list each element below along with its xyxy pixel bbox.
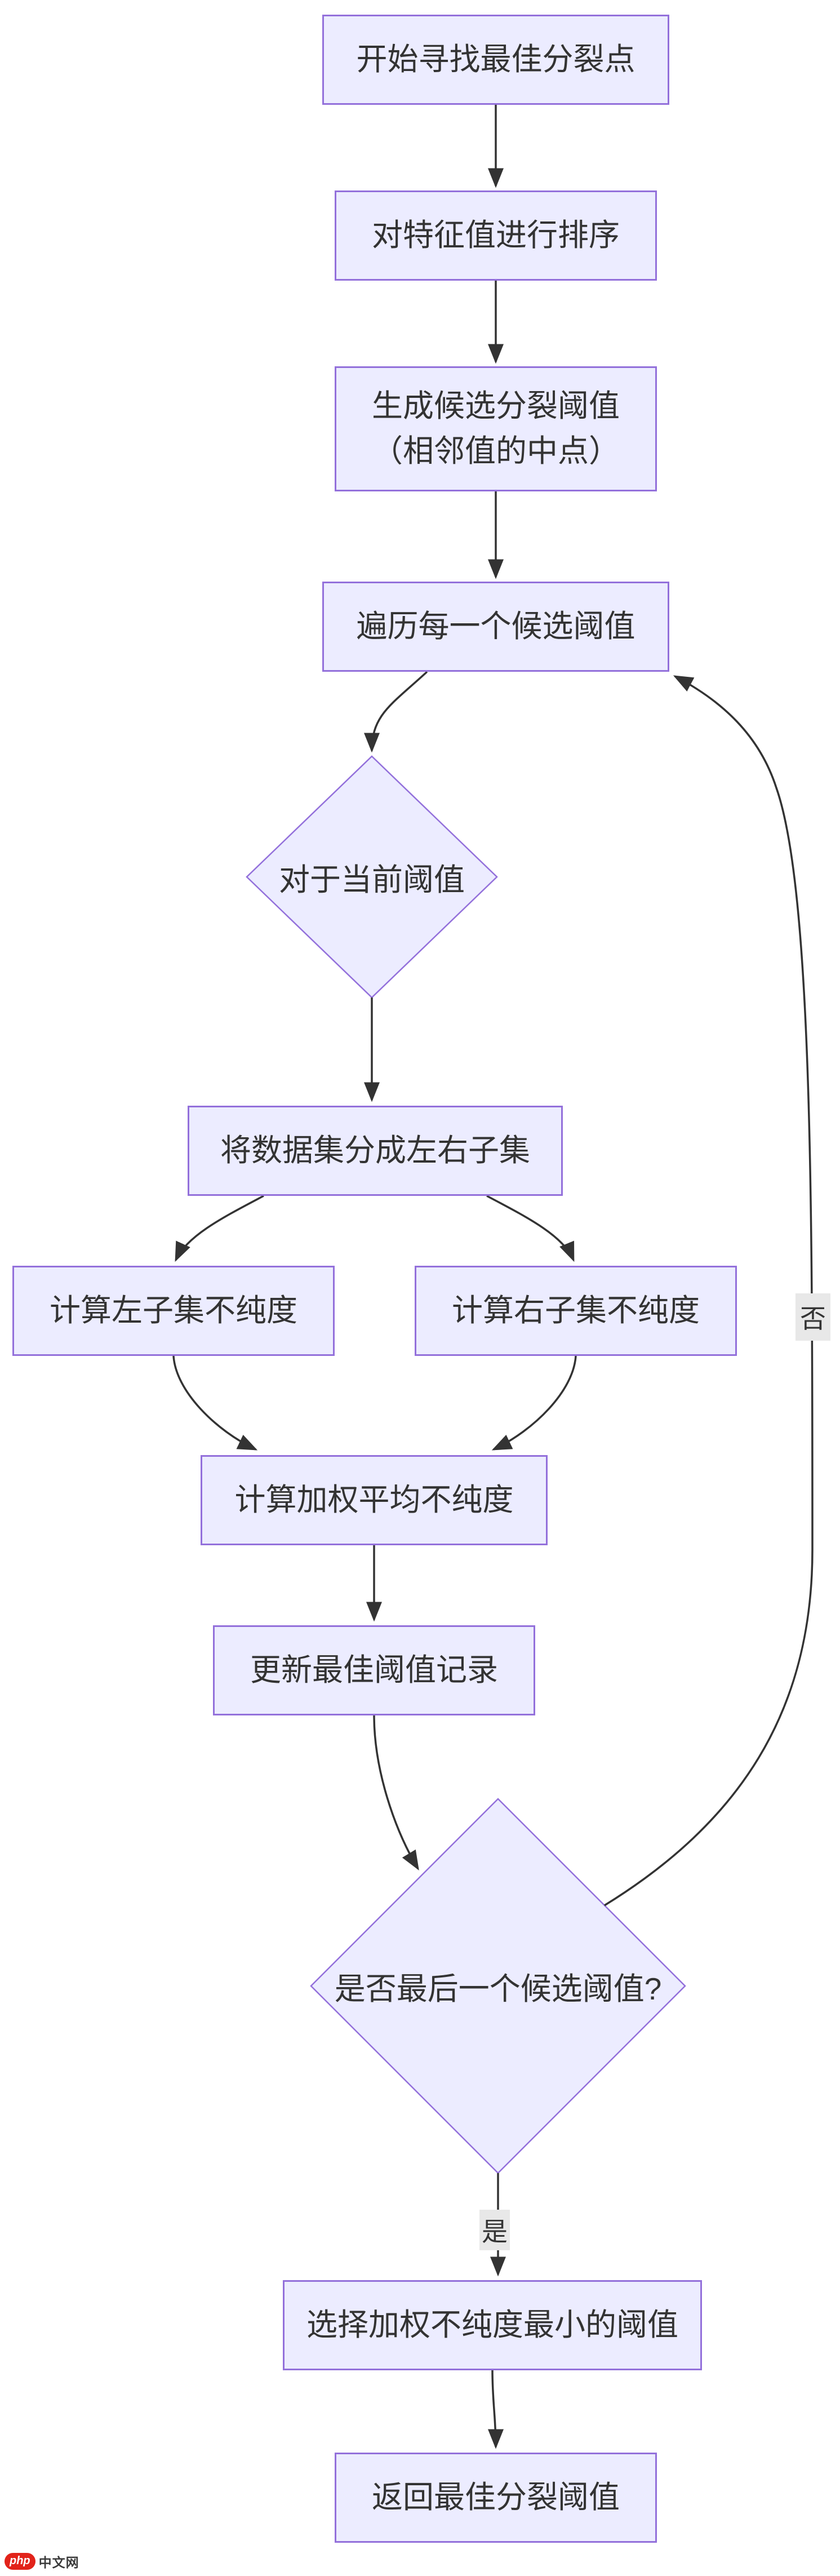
edge-label-no: 否 bbox=[795, 1293, 830, 1341]
node-left-impurity-label: 计算左子集不纯度 bbox=[49, 1293, 297, 1328]
watermark-site-name: 中文网 bbox=[38, 2555, 79, 2570]
node-sort-label: 对特征值进行排序 bbox=[371, 218, 620, 253]
node-start-label: 开始寻找最佳分裂点 bbox=[356, 42, 635, 77]
node-iterate: 遍历每一个候选阈值 bbox=[322, 582, 669, 672]
node-right-impurity: 计算右子集不纯度 bbox=[415, 1266, 737, 1356]
node-generate-label-line2: （相邻值的中点） bbox=[371, 433, 620, 468]
node-return-label: 返回最佳分裂阈值 bbox=[371, 2480, 620, 2515]
php-badge-icon: php bbox=[5, 2553, 35, 2570]
edge-update-to-islast bbox=[373, 1715, 419, 1871]
edge-select-to-return bbox=[487, 2370, 504, 2449]
node-right-impurity-label: 计算右子集不纯度 bbox=[451, 1293, 700, 1328]
edge-split-to-left bbox=[175, 1195, 264, 1262]
edge-right-to-weighted bbox=[491, 1355, 577, 1451]
edge-no-loopback bbox=[604, 675, 814, 1906]
node-current-label: 对于当前阈值 bbox=[278, 862, 465, 897]
edge-split-to-right bbox=[486, 1195, 575, 1262]
node-left-impurity: 计算左子集不纯度 bbox=[12, 1266, 335, 1356]
node-weighted-label: 计算加权平均不纯度 bbox=[234, 1482, 514, 1518]
watermark: php 中文网 bbox=[5, 2552, 79, 2571]
node-select-label: 选择加权不纯度最小的阈值 bbox=[306, 2307, 678, 2343]
edge-label-yes: 是 bbox=[479, 2210, 510, 2250]
node-start: 开始寻找最佳分裂点 bbox=[322, 15, 669, 105]
edge-left-to-weighted bbox=[172, 1355, 258, 1451]
node-iterate-label: 遍历每一个候选阈值 bbox=[356, 609, 635, 644]
edge-iterate-to-current bbox=[364, 671, 428, 753]
node-select: 选择加权不纯度最小的阈值 bbox=[283, 2280, 702, 2370]
node-update-label: 更新最佳阈值记录 bbox=[250, 1652, 498, 1688]
node-generate: 生成候选分裂阈值 （相邻值的中点） bbox=[335, 366, 657, 491]
node-split-label: 将数据集分成左右子集 bbox=[220, 1133, 530, 1168]
node-generate-label-line1: 生成候选分裂阈值 bbox=[371, 388, 620, 424]
node-weighted: 计算加权平均不纯度 bbox=[201, 1455, 548, 1545]
node-sort: 对特征值进行排序 bbox=[335, 190, 657, 281]
node-is-last-label: 是否最后一个候选阈值? bbox=[334, 1971, 662, 2006]
node-split: 将数据集分成左右子集 bbox=[188, 1106, 563, 1196]
node-update: 更新最佳阈值记录 bbox=[213, 1625, 535, 1715]
node-return: 返回最佳分裂阈值 bbox=[335, 2453, 657, 2543]
